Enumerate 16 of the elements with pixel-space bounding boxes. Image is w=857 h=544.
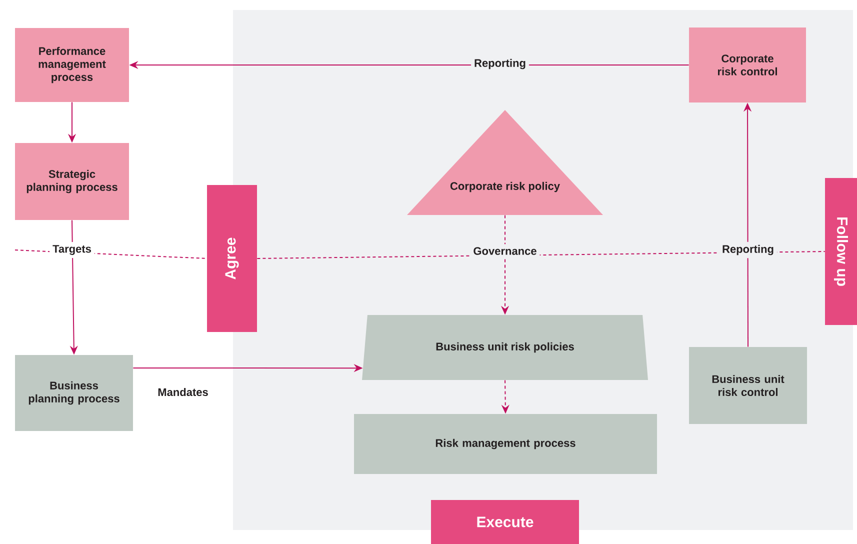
line-label: Governance bbox=[470, 244, 540, 258]
process-box: Risk management process bbox=[354, 414, 657, 474]
policy-triangle: Corporate risk policy bbox=[407, 110, 603, 215]
process-box: Business planning process bbox=[15, 355, 133, 431]
phase-band: Follow up bbox=[825, 178, 857, 325]
process-box: Strategic planning process bbox=[15, 143, 129, 220]
phase-band: Execute bbox=[431, 500, 579, 544]
phase-band: Agree bbox=[207, 185, 257, 332]
line-label: Targets bbox=[50, 242, 94, 258]
process-box: Performance management process bbox=[15, 28, 129, 102]
process-box: Business unit risk control bbox=[689, 347, 807, 424]
edge-label: Mandates bbox=[158, 388, 208, 396]
process-box: Corporate risk control bbox=[689, 28, 806, 102]
edge-label: Reporting bbox=[471, 56, 529, 72]
policy-trapezoid: Business unit risk policies bbox=[362, 315, 648, 380]
line-label: Reporting bbox=[719, 242, 777, 258]
